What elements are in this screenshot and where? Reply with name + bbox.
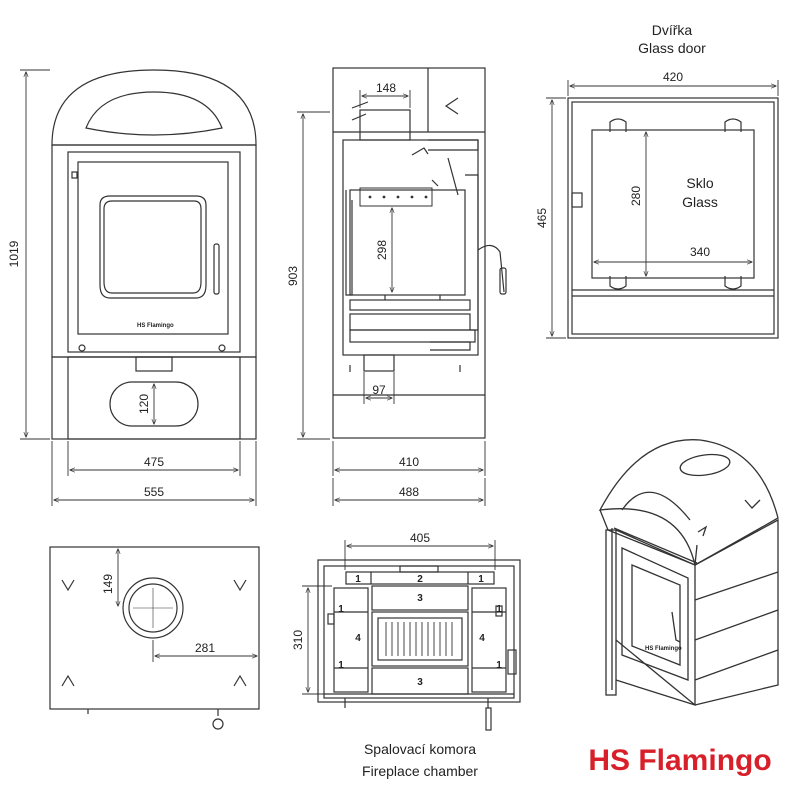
chamber-part-1c: 1	[338, 604, 344, 615]
front-inner-width-label: 475	[144, 455, 164, 469]
chamber-height-label: 298	[375, 240, 389, 260]
glass-label-cz: Sklo	[686, 175, 713, 191]
ash-slot-label: 120	[137, 394, 151, 414]
chamber-depth-label: 310	[291, 630, 305, 650]
chamber-part-1f: 1	[496, 660, 502, 671]
chamber-part-3-top: 3	[417, 593, 423, 604]
front-view	[51, 69, 257, 440]
side-outer-depth-label: 488	[399, 485, 419, 499]
front-height-label: 1019	[7, 240, 21, 267]
door-width-label: 420	[663, 70, 683, 84]
stove-logo-front: HS Flamingo	[137, 323, 174, 329]
flue-side-label: 281	[195, 641, 215, 655]
chamber-part-2: 2	[417, 574, 423, 585]
chamber-part-1e: 1	[496, 604, 502, 615]
top-dimensions	[118, 549, 257, 662]
front-outer-width-label: 555	[144, 485, 164, 499]
top-view	[49, 546, 260, 730]
flue-offset-label: 149	[101, 574, 115, 594]
glass-width-label: 340	[690, 245, 710, 259]
brand-logo: HS Flamingo	[588, 744, 771, 777]
side-inner-depth-label: 410	[399, 455, 419, 469]
isometric-view	[598, 439, 779, 706]
side-height-label: 903	[286, 266, 300, 286]
chamber-part-4-left: 4	[355, 633, 361, 644]
chamber-view	[317, 559, 521, 731]
side-grate-holes	[368, 195, 428, 199]
front-dimensions	[20, 69, 257, 506]
glass-label-en: Glass	[682, 194, 718, 210]
chamber-part-1a: 1	[355, 574, 361, 585]
glass-height-label: 280	[629, 186, 643, 206]
stove-logo-3d: HS Flamingo	[645, 646, 682, 652]
chamber-grate-bars	[385, 622, 453, 656]
door-title-cz: Dvířka	[652, 22, 693, 38]
door-dimensions	[546, 80, 779, 339]
chamber-caption-en: Fireplace chamber	[362, 763, 478, 779]
chamber-dimensions	[302, 540, 496, 695]
side-view	[332, 67, 507, 439]
inlet-width-label: 97	[372, 383, 386, 397]
chamber-width-label: 405	[410, 531, 430, 545]
flue-width-label: 148	[376, 81, 396, 95]
chamber-part-1d: 1	[338, 660, 344, 671]
side-dimensions	[297, 90, 486, 506]
door-title-en: Glass door	[638, 40, 706, 56]
chamber-part-4-right: 4	[479, 633, 485, 644]
chamber-caption-cz: Spalovací komora	[364, 741, 476, 757]
chamber-part-3-bottom: 3	[417, 677, 423, 688]
door-height-label: 465	[535, 208, 549, 228]
door-view	[567, 97, 779, 339]
chamber-part-1b: 1	[478, 574, 484, 585]
